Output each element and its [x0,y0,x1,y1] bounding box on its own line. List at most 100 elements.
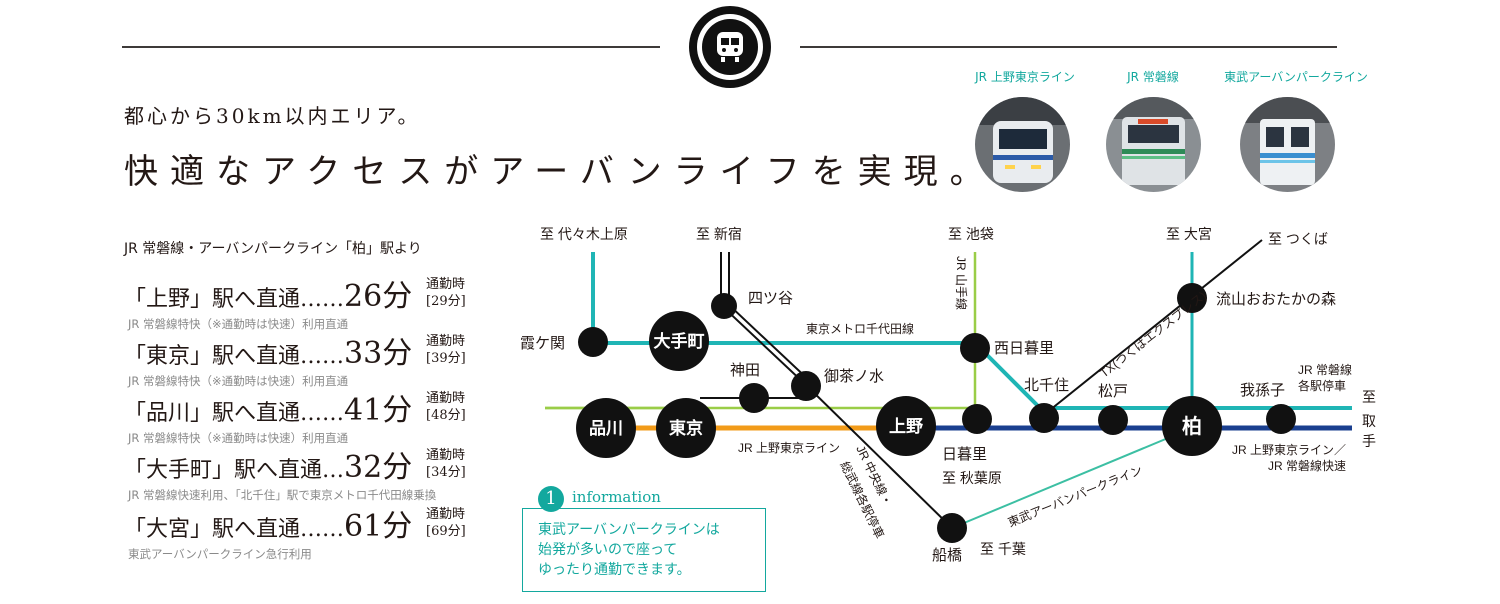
station-name-yotsuya: 四ツ谷 [748,290,793,307]
dest-tsukuba: 至 つくば [1268,231,1328,247]
station-ochanomizu [791,371,821,401]
line-label-joban-local-1: JR 常磐線 [1298,362,1352,377]
station-abiko [1266,404,1296,434]
route-note: JR 常磐線特快（※通勤時は快速）利用直通 [128,317,349,331]
station-matsudo [1098,405,1128,435]
dest-shinjuku: 至 新宿 [696,226,742,242]
route-ueno: 「上野」駅へ直通……26分 通勤時 [29分] JR 常磐線特快（※通勤時は快速）… [124,277,504,340]
photo-label-joban: JR 常磐線 [1127,70,1179,84]
info-line-2: 始発が多いので座って [538,542,678,558]
station-name-nippori: 日暮里 [942,446,987,463]
tx-line [1039,239,1263,419]
route-dest: 「大手町」 [124,458,235,483]
route-peak-time: [34分] [426,465,466,480]
station-name-kitasenju: 北千住 [1024,377,1069,394]
info-box: 東武アーバンパークラインは 始発が多いので座って ゆったり通勤できます。 [522,508,766,592]
route-peak-time: [29分] [426,294,466,309]
route-minutes: 32分 [344,450,413,485]
line-label-yamanote: JR 山手線 [954,256,969,310]
route-minutes: 61分 [344,509,413,544]
route-dest: 「東京」 [124,344,213,369]
station-name-funabashi: 船橋 [932,547,962,564]
station-shinagawa [576,398,636,458]
station-name-nagareyama: 流山おおたかの森 [1216,291,1336,308]
route-dest: 「上野」 [124,287,213,312]
dest-toride-2: 取 [1362,413,1376,429]
route-heading: JR 常磐線・アーバンパークライン「柏」駅より [124,241,422,257]
station-kitasenju [1029,403,1059,433]
station-name-otemachi: 大手町 [654,331,705,351]
station-nagareyama [1177,283,1207,313]
train-photo-urban-park [1240,97,1335,192]
station-name-kanda: 神田 [730,362,760,379]
route-dest: 「大宮」 [124,517,213,542]
route-note: JR 常磐線特快（※通勤時は快速）利用直通 [128,374,349,388]
route-otemachi: 「大手町」駅へ直通…32分 通勤時 [34分] JR 常磐線快速利用、「北千住」駅… [124,448,504,511]
station-funabashi [937,513,967,543]
route-omiya: 「大宮」駅へ直通……61分 通勤時 [69分] 東武アーバンパークライン急行利用 [124,507,504,570]
route-note: 東武アーバンパークライン急行利用 [128,547,312,561]
route-peak-label: 通勤時 [426,277,466,292]
tagline: 都心から30km以内エリア。 [124,104,421,128]
info-line-1: 東武アーバンパークラインは [538,522,720,538]
dest-toride-1: 至 [1362,389,1376,405]
station-name-abiko: 我孫子 [1240,382,1285,399]
dest-omiya: 至 大宮 [1166,226,1212,242]
station-name-matsudo: 松戸 [1098,383,1128,400]
urban-park-line [951,427,1193,529]
route-direct: 駅へ直通…… [212,287,345,312]
station-name-kasumigaseki: 霞ケ関 [520,335,565,352]
route-peak-label: 通勤時 [426,507,466,522]
header-divider-right [800,46,1337,48]
route-direct: 駅へ直通… [234,458,345,483]
station-tokyo [656,398,716,458]
route-dest: 「品川」 [124,401,213,426]
route-note: JR 常磐線快速利用、「北千住」駅で東京メトロ千代田線乗換 [128,488,437,502]
line-label-ueno-tokyo-rapid-2: JR 常磐線快速 [1268,458,1346,473]
route-shinagawa: 「品川」駅へ直通……41分 通勤時 [48分] JR 常磐線特快（※通勤時は快速）… [124,391,504,454]
chuo-line [720,252,953,529]
dest-toride-3: 手 [1362,433,1376,449]
dest-ikebukuro: 至 池袋 [948,226,994,242]
station-yotsuya [711,293,737,319]
route-minutes: 41分 [344,393,413,428]
train-icon [717,32,743,62]
route-note: JR 常磐線特快（※通勤時は快速）利用直通 [128,431,349,445]
route-peak-time: [39分] [426,351,466,366]
header-divider-left [122,46,660,48]
station-kasumigaseki [578,327,608,357]
station-name-ochanomizu: 御茶ノ水 [824,368,884,385]
line-label-ueno-tokyo: JR 上野東京ライン [738,441,840,455]
info-number-badge: 1 [538,486,564,512]
line-label-joban-local-2: 各駅停車 [1298,378,1346,393]
route-peak-label: 通勤時 [426,448,466,463]
station-otemachi [649,311,709,371]
station-kashiwa [1162,396,1222,456]
route-tokyo: 「東京」駅へ直通……33分 通勤時[39分] JR 常磐線特快（※通勤時は快速）… [124,334,504,397]
route-peak-label: 通勤時 [426,391,466,406]
line-label-ueno-tokyo-rapid-1: JR 上野東京ライン／ [1232,443,1346,457]
info-title: information [572,488,661,506]
dest-akihabara: 至 秋葉原 [942,470,1002,486]
dest-yoyogi: 至 代々木上原 [540,226,628,242]
route-minutes: 33分 [344,336,413,371]
photo-label-ueno-tokyo: JR 上野東京ライン [975,70,1075,84]
headline: 快適なアクセスがアーバンライフを実現。 [124,152,996,192]
station-name-tokyo: 東京 [669,418,703,438]
route-direct: 駅へ直通…… [212,344,345,369]
route-peak-time: [48分] [426,408,466,423]
route-minutes: 26分 [344,279,413,314]
station-name-kashiwa: 柏 [1182,414,1202,438]
route-direct: 駅へ直通…… [212,401,345,426]
info-line-3: ゆったり通勤できます。 [538,562,691,578]
station-nishinippori [960,333,990,363]
station-ueno [876,396,936,456]
station-name-nishinippori: 西日暮里 [994,340,1054,357]
dest-chiba: 至 千葉 [980,541,1026,557]
train-badge [689,6,771,88]
route-direct: 駅へ直通…… [212,517,345,542]
route-peak-time: [69分] [426,524,466,539]
station-name-ueno: 上野 [889,417,923,436]
station-nippori [962,404,992,434]
